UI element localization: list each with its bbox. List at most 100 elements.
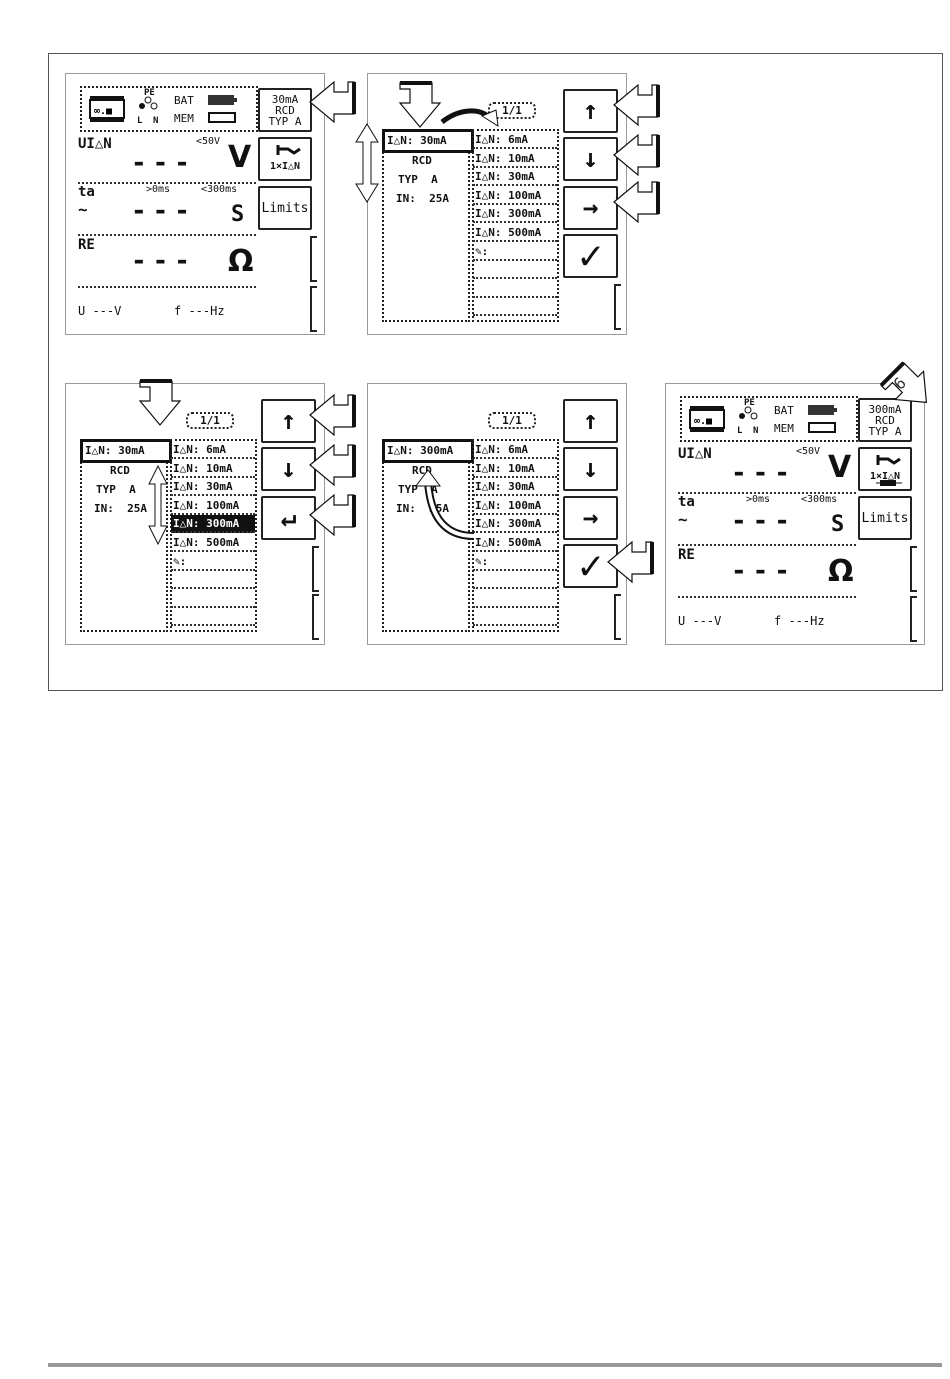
option-item[interactable]: I△N: 30mA bbox=[473, 478, 557, 497]
softkey-bracket[interactable] bbox=[910, 596, 917, 642]
battery-icon bbox=[208, 95, 237, 105]
softkey-bracket[interactable] bbox=[312, 546, 319, 592]
softkey-bracket[interactable] bbox=[614, 284, 621, 330]
confirm-button[interactable]: ✓ bbox=[563, 234, 618, 278]
bat-label: BAT bbox=[774, 404, 794, 417]
option-item[interactable]: I△N: 100mA bbox=[473, 187, 557, 205]
pointer-arrow-icon bbox=[613, 133, 660, 177]
detail-line: TYP A bbox=[96, 483, 136, 496]
option-empty[interactable] bbox=[473, 571, 557, 590]
option-item[interactable]: ✎: bbox=[473, 553, 557, 571]
re-label: RE bbox=[678, 547, 695, 563]
detail-line: RCD bbox=[412, 154, 432, 167]
step-6-callout bbox=[879, 361, 928, 404]
test-mode-label: 1×I△N bbox=[869, 470, 901, 482]
pointer-arrow-icon bbox=[613, 83, 660, 127]
option-item[interactable]: I△N: 100mA bbox=[473, 497, 557, 515]
waveform-icon bbox=[276, 145, 301, 155]
down-button[interactable]: ↓ bbox=[563, 447, 618, 491]
rcd-setting-line: TYP A bbox=[868, 424, 902, 438]
svg-text:∞.■: ∞.■ bbox=[94, 106, 112, 117]
up-button[interactable]: ↑ bbox=[563, 89, 618, 133]
right-button[interactable]: → bbox=[563, 186, 618, 230]
option-item[interactable]: I△N: 30mA bbox=[171, 478, 255, 497]
t-value: --- bbox=[131, 196, 196, 226]
selected-value: I△N: 30mA bbox=[382, 129, 474, 153]
option-item[interactable]: I△N: 6mA bbox=[473, 131, 557, 149]
option-item[interactable]: I△N: 30mA bbox=[473, 168, 557, 187]
bat-label: BAT bbox=[174, 94, 194, 107]
test-mode-button[interactable]: 1×I△N bbox=[258, 137, 312, 181]
t-label: ta bbox=[78, 184, 95, 200]
option-item[interactable]: I△N: 10mA bbox=[171, 460, 255, 478]
u-label: UI△N bbox=[678, 446, 712, 462]
pointer-arrow-icon bbox=[138, 379, 182, 426]
detail-line: RCD bbox=[110, 464, 130, 477]
re-value: --- bbox=[131, 246, 196, 276]
mem-label: MEM bbox=[174, 112, 194, 125]
option-item[interactable]: I△N: 100mA bbox=[171, 497, 255, 515]
option-item[interactable]: I△N: 300mA bbox=[473, 205, 557, 224]
t-max: <300ms bbox=[201, 184, 238, 195]
divider bbox=[678, 544, 856, 546]
divider bbox=[78, 234, 256, 236]
detail-line: TYP A bbox=[398, 173, 438, 186]
softkey-bracket[interactable] bbox=[310, 236, 317, 282]
selected-value: I△N: 30mA bbox=[80, 439, 172, 463]
option-item[interactable]: ✎: bbox=[171, 553, 255, 571]
test-mode-button[interactable]: 1×I△N bbox=[858, 447, 912, 491]
option-empty[interactable] bbox=[473, 261, 557, 280]
option-item[interactable]: I△N: 300mA bbox=[473, 515, 557, 534]
connection-icon bbox=[739, 406, 758, 420]
option-item[interactable]: I△N: 500mA bbox=[473, 534, 557, 552]
limits-button[interactable]: Limits bbox=[258, 186, 312, 230]
ac-icon: ∼ bbox=[678, 510, 688, 529]
option-empty[interactable] bbox=[473, 280, 557, 298]
limits-button[interactable]: Limits bbox=[858, 496, 912, 540]
softkey-bracket[interactable] bbox=[614, 594, 621, 640]
memory-icon bbox=[208, 112, 236, 123]
option-item[interactable]: I△N: 6mA bbox=[171, 441, 255, 459]
option-item[interactable]: I△N: 300mA bbox=[171, 515, 255, 534]
battery-icon bbox=[808, 405, 837, 415]
rcd-setting-line: 30mA bbox=[271, 92, 299, 106]
down-button[interactable]: ↓ bbox=[563, 137, 618, 181]
pe-label: PE bbox=[744, 398, 755, 408]
option-empty[interactable] bbox=[473, 590, 557, 608]
re-value: --- bbox=[731, 556, 796, 586]
page-indicator: 1/1 bbox=[488, 102, 536, 119]
pointer-arrow-icon bbox=[309, 493, 356, 537]
option-empty[interactable] bbox=[171, 571, 255, 590]
option-empty[interactable] bbox=[171, 608, 255, 627]
option-item[interactable]: I△N: 500mA bbox=[171, 534, 255, 552]
pointer-arrow-icon bbox=[309, 80, 356, 124]
option-empty[interactable] bbox=[171, 590, 255, 608]
ac-icon: ∼ bbox=[78, 200, 88, 219]
option-empty[interactable] bbox=[473, 298, 557, 317]
rcd-setting-line: RCD bbox=[875, 413, 895, 427]
re-unit: Ω bbox=[828, 554, 854, 589]
down-button[interactable]: ↓ bbox=[261, 447, 316, 491]
option-item[interactable]: I△N: 10mA bbox=[473, 460, 557, 478]
softkey-bracket[interactable] bbox=[312, 594, 319, 640]
up-button[interactable]: ↑ bbox=[563, 399, 618, 443]
up-button[interactable]: ↑ bbox=[261, 399, 316, 443]
option-empty[interactable] bbox=[473, 608, 557, 627]
softkey-bracket[interactable] bbox=[910, 546, 917, 592]
n-label: N bbox=[753, 426, 759, 436]
page-indicator: 1/1 bbox=[186, 412, 234, 429]
device-icon: ∞.■ bbox=[689, 406, 725, 432]
figure-frame bbox=[48, 53, 943, 691]
option-item[interactable]: I△N: 500mA bbox=[473, 224, 557, 242]
right-button[interactable]: → bbox=[563, 496, 618, 540]
option-item[interactable]: ✎: bbox=[473, 243, 557, 261]
softkey-bracket[interactable] bbox=[310, 286, 317, 332]
pe-label: PE bbox=[144, 88, 155, 98]
detail-line: IN: 25A bbox=[396, 192, 449, 205]
option-item[interactable]: I△N: 10mA bbox=[473, 150, 557, 168]
option-item[interactable]: I△N: 6mA bbox=[473, 441, 557, 459]
